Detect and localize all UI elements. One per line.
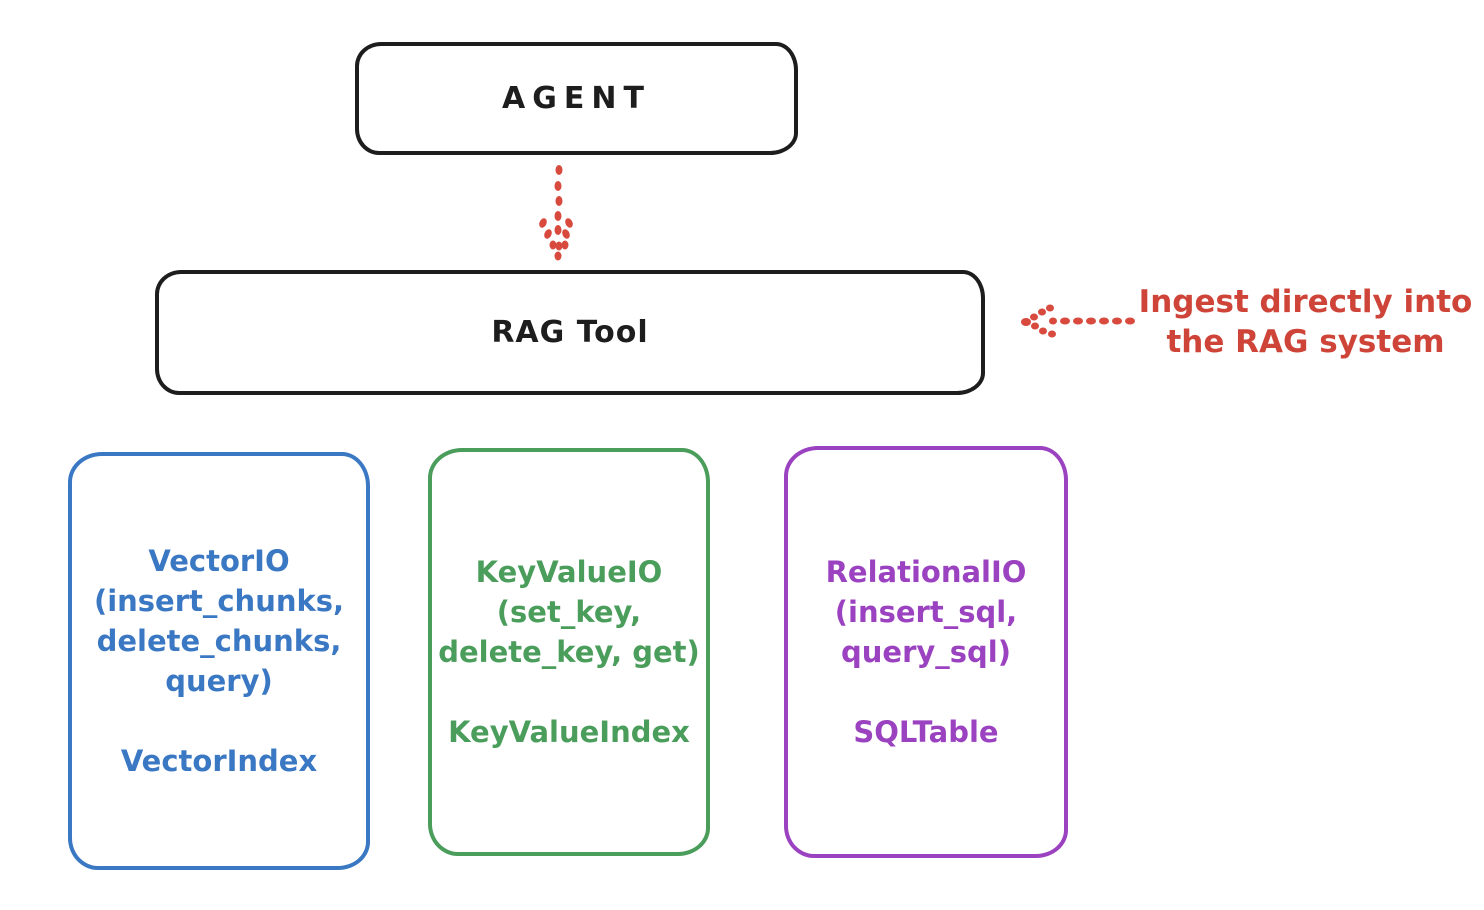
relational-io-label: RelationalIO (insert_sql, query_sql) bbox=[825, 555, 1027, 669]
relational-io-node: RelationalIO (insert_sql, query_sql) SQL… bbox=[784, 446, 1068, 858]
key-value-io-node: KeyValueIO (set_key, delete_key, get) Ke… bbox=[428, 448, 710, 856]
agent-label: AGENT bbox=[502, 81, 651, 116]
left-arrow-dotted-icon bbox=[1021, 304, 1135, 338]
ingest-annotation: Ingest directly into the RAG system bbox=[1138, 284, 1473, 360]
down-arrow-dotted-icon bbox=[539, 165, 573, 261]
agent-node: AGENT bbox=[355, 42, 798, 155]
vector-index-label: VectorIndex bbox=[120, 744, 318, 778]
vector-io-node: VectorIO (insert_chunks, delete_chunks, … bbox=[68, 452, 370, 870]
key-value-index-label: KeyValueIndex bbox=[448, 715, 690, 749]
vector-io-label: VectorIO (insert_chunks, delete_chunks, … bbox=[93, 544, 345, 698]
rag-tool-label: RAG Tool bbox=[491, 315, 649, 350]
sql-table-label: SQLTable bbox=[853, 715, 999, 749]
key-value-io-label: KeyValueIO (set_key, delete_key, get) bbox=[438, 555, 700, 669]
rag-tool-node: RAG Tool bbox=[155, 270, 985, 395]
